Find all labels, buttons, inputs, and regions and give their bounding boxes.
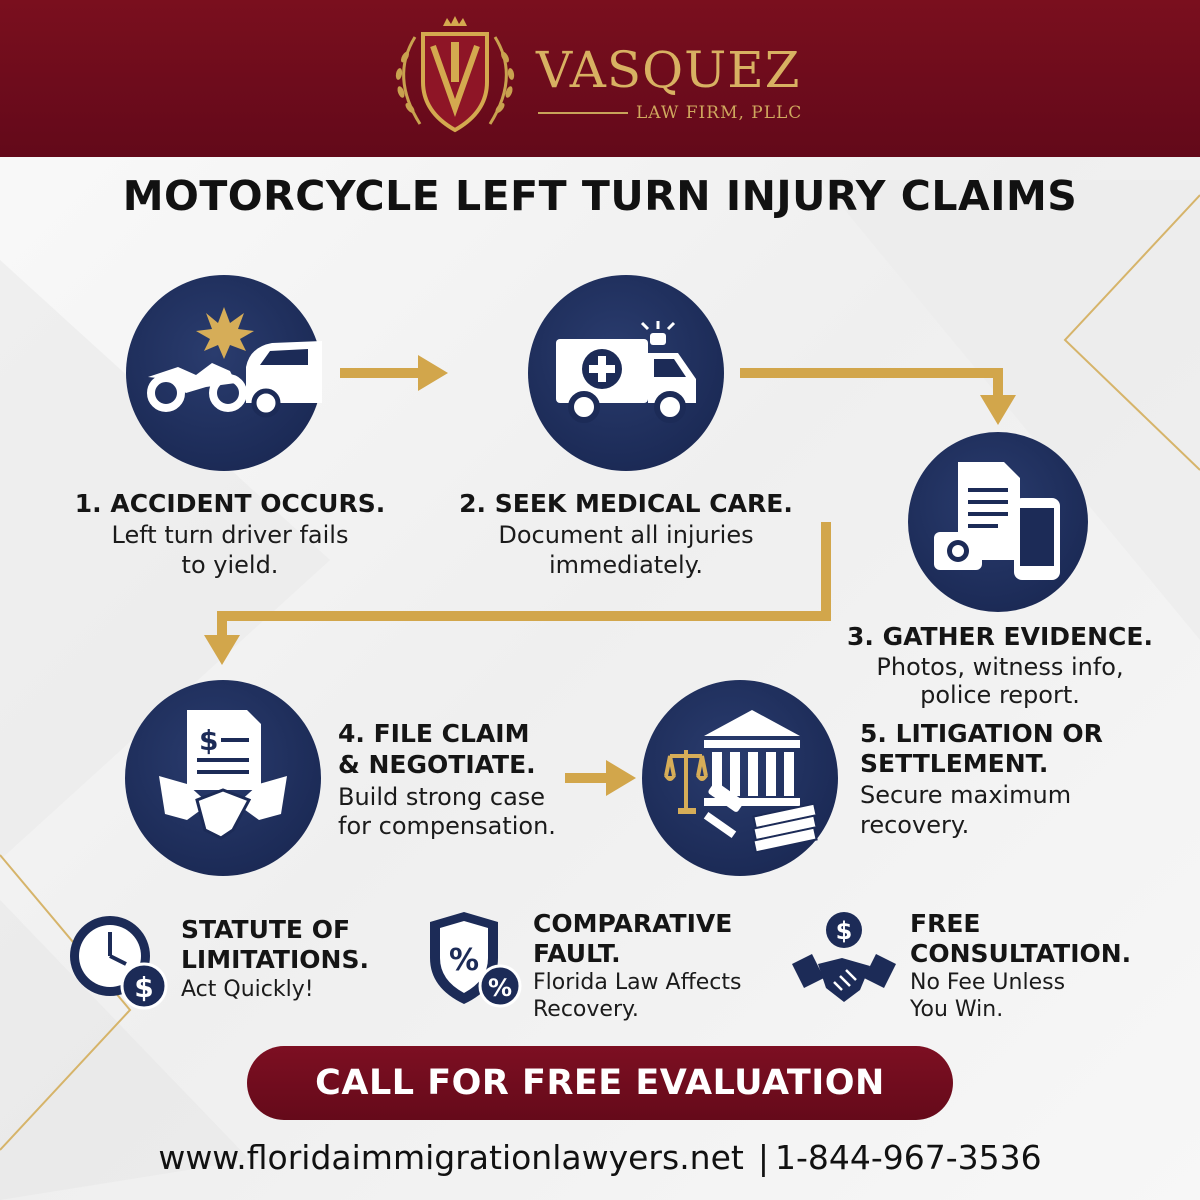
step-5-title-line-2: SETTLEMENT. [860, 749, 1049, 778]
step-2-desc-line-1: Document all injuries [498, 521, 754, 549]
firm-subtitle: LAW FIRM, PLLC [636, 103, 803, 123]
shield-percent-symbol: % [449, 943, 479, 978]
free-consultation-desc-line-1: No Fee Unless [910, 970, 1066, 995]
header-banner: VASQUEZ LAW FIRM, PLLC [0, 0, 1200, 157]
step-5-desc-line-1: Secure maximum [860, 781, 1072, 809]
free-consultation-title-line-2: CONSULTATION. [910, 939, 1132, 968]
step-1-desc-line-1: Left turn driver fails [111, 521, 349, 549]
documents-camera-phone-icon [934, 462, 1060, 580]
step-3-icon-circle [908, 432, 1088, 612]
step-2-title: 2. SEEK MEDICAL CARE. [459, 489, 793, 518]
step-3-desc-line-2: police report. [920, 681, 1080, 709]
contact-line: www.floridaimmigrationlawyers.net |1-844-… [0, 1138, 1200, 1177]
step-1-title: 1. ACCIDENT OCCURS. [74, 489, 386, 518]
step-1-desc-line-2: to yield. [181, 551, 279, 579]
clock-dollar-symbol: $ [134, 971, 153, 1004]
step-3-desc-line-1: Photos, witness info, [876, 653, 1124, 681]
step-2-icon-circle [528, 275, 724, 471]
comparative-fault-desc-line-1: Florida Law Affects [533, 970, 742, 995]
law-firm-emblem-icon [395, 16, 515, 133]
statute-desc: Act Quickly! [181, 977, 314, 1002]
call-for-free-evaluation-button[interactable]: CALL FOR FREE EVALUATION [247, 1046, 953, 1120]
ambulance-icon [556, 321, 696, 423]
step-5-title-line-1: 5. LITIGATION OR [860, 719, 1103, 748]
step-2-desc-line-2: immediately. [548, 551, 704, 579]
statute-title-line-1: STATUTE OF [181, 915, 351, 944]
handshake-dollar-icon: $ [792, 912, 896, 1002]
statute-title-line-2: LIMITATIONS. [181, 945, 369, 974]
shield-percent-icon: % % [430, 912, 522, 1008]
contact-separator: | [757, 1138, 769, 1177]
step-1-icon-circle [126, 275, 322, 471]
step-4-title-line-2: & NEGOTIATE. [338, 750, 536, 779]
page-title: MOTORCYCLE LEFT TURN INJURY CLAIMS [122, 172, 1078, 220]
clock-dollar-icon: $ [70, 916, 168, 1010]
firm-name: VASQUEZ [536, 41, 801, 99]
comparative-fault-title-line-1: COMPARATIVE [533, 909, 733, 938]
step-3-title: 3. GATHER EVIDENCE. [847, 622, 1153, 651]
free-consultation-title-line-1: FREE [910, 909, 981, 938]
step-4-icon-symbol: $ [199, 724, 218, 757]
handshake-dollar-symbol: $ [836, 917, 853, 945]
firm-subtitle-rule [538, 112, 628, 114]
step-5-icon-circle [642, 680, 838, 876]
step-4-desc-line-2: for compensation. [338, 812, 556, 840]
step-5-desc-line-2: recovery. [860, 811, 970, 839]
step-4-icon-circle: $ [125, 680, 321, 876]
free-consultation-desc-line-2: You Win. [910, 997, 1004, 1022]
website-link[interactable]: www.floridaimmigrationlawyers.net [158, 1138, 744, 1177]
comparative-fault-desc-line-2: Recovery. [533, 997, 639, 1022]
step-4-title-line-1: 4. FILE CLAIM [338, 719, 530, 748]
courthouse-scales-money-icon [664, 710, 818, 854]
step-4-desc-line-1: Build strong case [338, 783, 546, 811]
document-handshake-icon: $ [159, 710, 287, 840]
shield-percent-badge-symbol: % [488, 974, 512, 1002]
motorcycle-car-collision-icon [147, 307, 322, 418]
phone-link[interactable]: 1-844-967-3536 [774, 1138, 1042, 1177]
comparative-fault-title-line-2: FAULT. [533, 939, 621, 968]
